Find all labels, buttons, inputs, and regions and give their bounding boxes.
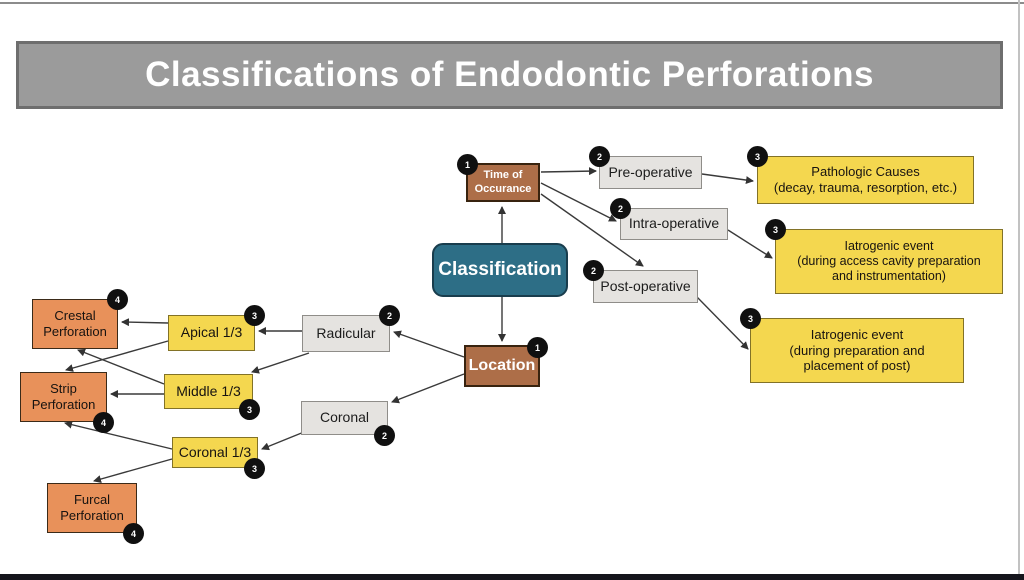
badge-post-operative: 2	[583, 260, 604, 281]
badge-location: 1	[527, 337, 548, 358]
node-coronal-label: Coronal	[319, 409, 370, 426]
node-crestal-perforation: Crestal Perforation 4	[32, 289, 128, 349]
edge-apical-to-strip	[65, 340, 169, 372]
edge-radicular-to-middle	[251, 352, 310, 374]
edge-postoperative-to-iatrogenic-post	[696, 296, 749, 350]
node-pathologic-causes: Pathologic Causes (decay, trauma, resorp…	[747, 146, 974, 204]
edge-coronal-to-coronal-third	[261, 431, 305, 451]
slide-title: Classifications of Endodontic Perforatio…	[145, 55, 874, 94]
frame-bottom-bar	[0, 574, 1024, 580]
node-intra-operative-label: Intra-operative	[628, 215, 720, 232]
edge-apical-to-crestal	[121, 318, 169, 327]
badge-crestal-perforation: 4	[107, 289, 128, 310]
node-iatrogenic-post: Iatrogenic event (during preparation and…	[740, 308, 964, 383]
slide-title-bar: Classifications of Endodontic Perforatio…	[16, 41, 1003, 109]
node-coronal: Coronal 2	[301, 401, 395, 446]
badge-strip-perforation: 4	[93, 412, 114, 433]
node-pathologic-causes-label: Pathologic Causes (decay, trauma, resorp…	[773, 164, 958, 195]
node-furcal-perforation-label: Furcal Perforation	[60, 492, 124, 523]
edge-preoperative-to-pathologic	[701, 173, 754, 185]
badge-pathologic-causes: 3	[747, 146, 768, 167]
node-intra-operative: Intra-operative 2	[610, 198, 728, 240]
badge-iatrogenic-access: 3	[765, 219, 786, 240]
edge-location-to-coronal	[391, 373, 465, 404]
edge-time-to-preoperative	[540, 167, 597, 176]
node-radicular: Radicular 2	[302, 305, 400, 352]
node-post-operative-label: Post-operative	[600, 277, 691, 294]
edge-intraoperative-to-iatrogenic-access	[727, 229, 773, 259]
edge-location-to-radicular	[393, 330, 465, 358]
node-coronal-third: Coronal 1/3 3	[172, 437, 265, 479]
node-pre-operative-label: Pre-operative	[608, 163, 693, 180]
node-location: Location 1	[464, 337, 548, 387]
node-furcal-perforation: Furcal Perforation 4	[47, 483, 144, 544]
badge-furcal-perforation: 4	[123, 523, 144, 544]
node-apical-third: Apical 1/3 3	[168, 305, 265, 351]
node-pre-operative: Pre-operative 2	[589, 146, 702, 189]
node-radicular-label: Radicular	[316, 324, 376, 341]
node-iatrogenic-access: Iatrogenic event (during access cavity p…	[765, 219, 1003, 294]
edge-time-to-intraoperative	[540, 182, 617, 222]
edge-time-to-postoperative	[540, 193, 644, 267]
badge-pre-operative: 2	[589, 146, 610, 167]
node-strip-perforation: Strip Perforation 4	[20, 372, 114, 433]
edge-coronal-third-to-strip	[64, 420, 173, 450]
node-location-label: Location	[468, 357, 536, 375]
node-strip-perforation-label: Strip Perforation	[31, 381, 96, 412]
node-crestal-perforation-label: Crestal Perforation	[43, 308, 107, 339]
node-iatrogenic-post-label: Iatrogenic event (during preparation and…	[789, 326, 925, 374]
node-post-operative: Post-operative 2	[583, 260, 698, 303]
frame-top-line	[0, 2, 1024, 4]
node-iatrogenic-access-label: Iatrogenic event (during access cavity p…	[797, 238, 981, 284]
badge-time-of-occurance: 1	[457, 154, 478, 175]
node-time-of-occurance: Time of Occurance 1	[457, 154, 540, 202]
node-middle-third: Middle 1/3 3	[164, 374, 260, 420]
edge-middle-to-crestal	[77, 348, 165, 385]
node-coronal-third-label: Coronal 1/3	[178, 443, 252, 460]
badge-coronal-third: 3	[244, 458, 265, 479]
node-apical-third-label: Apical 1/3	[180, 324, 243, 341]
badge-middle-third: 3	[239, 399, 260, 420]
node-classification: Classification	[432, 243, 568, 297]
badge-intra-operative: 2	[610, 198, 631, 219]
frame-right-line	[1018, 0, 1020, 580]
node-time-of-occurance-label: Time of Occurance	[474, 169, 532, 195]
edge-coronal-third-to-furcal	[93, 458, 173, 483]
node-classification-label: Classification	[438, 259, 562, 281]
badge-apical-third: 3	[244, 305, 265, 326]
badge-radicular: 2	[379, 305, 400, 326]
node-middle-third-label: Middle 1/3	[176, 382, 241, 399]
badge-iatrogenic-post: 3	[740, 308, 761, 329]
badge-coronal: 2	[374, 425, 395, 446]
